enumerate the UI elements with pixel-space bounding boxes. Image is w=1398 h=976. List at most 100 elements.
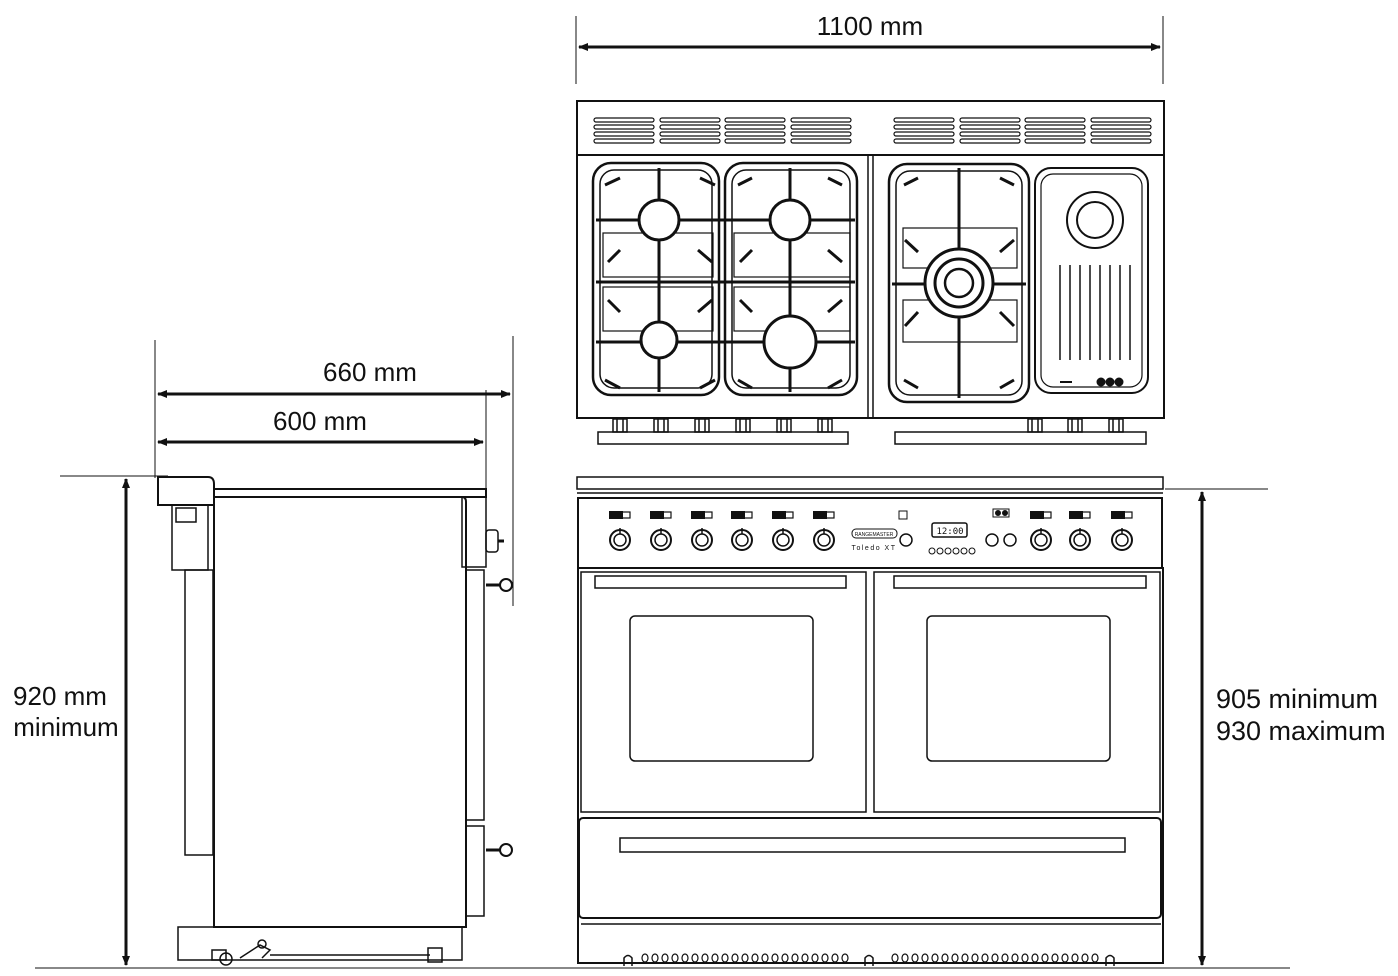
side-drawer — [465, 825, 485, 917]
plinth-dot — [1091, 953, 1099, 963]
plinth-dot — [901, 953, 909, 963]
control-knob — [731, 511, 753, 551]
vent-slot — [1090, 124, 1152, 130]
light-knob — [899, 533, 913, 547]
control-knob — [609, 511, 631, 551]
plinth-dot — [951, 953, 959, 963]
hob-knob-stub — [1027, 418, 1043, 433]
vent-slot — [959, 138, 1021, 144]
brand-badge-text: RANGEMASTER — [855, 532, 894, 538]
side-rear-panel — [184, 569, 214, 856]
plinth-dot — [961, 953, 969, 963]
knob-label-fill — [772, 511, 786, 519]
indicator-knob-2 — [1003, 533, 1017, 547]
plinth-dot — [651, 953, 659, 963]
vent-slot — [593, 117, 655, 123]
plinth-dot — [681, 953, 689, 963]
vent-slot — [1024, 131, 1086, 137]
plinth-dot — [751, 953, 759, 963]
vent-slot — [593, 138, 655, 144]
side-rear-block — [157, 476, 215, 506]
hob-front-strip-right — [894, 431, 1147, 445]
vent-slot — [1024, 138, 1086, 144]
plinth-dot — [1041, 953, 1049, 963]
burner-front-middle — [762, 314, 818, 370]
side-height-label-line1: 920 mm — [13, 681, 107, 711]
vent-slot — [959, 124, 1021, 130]
burner-rear-left — [637, 198, 681, 242]
side-knob — [485, 529, 499, 553]
vent-slot — [1090, 138, 1152, 144]
knob-label-fill — [1069, 511, 1083, 519]
right-oven-window — [926, 615, 1111, 762]
side-oven-door — [465, 569, 485, 821]
side-view — [157, 476, 513, 966]
plinth-dot — [711, 953, 719, 963]
plinth-dot — [981, 953, 989, 963]
vent-slot — [1024, 124, 1086, 130]
vent-slot — [1024, 117, 1086, 123]
left-oven-door — [580, 571, 867, 813]
knob-label-fill — [731, 511, 745, 519]
side-hob-top — [213, 488, 487, 498]
hob-knob-stub — [653, 418, 669, 433]
side-rear-flue — [171, 504, 209, 571]
control-knob — [1030, 511, 1052, 551]
plinth-dot — [831, 953, 839, 963]
hob-top-view — [576, 100, 1165, 445]
vent-slot — [893, 131, 955, 137]
light-switch — [898, 510, 908, 520]
vent-slot — [1090, 117, 1152, 123]
plinth-dot — [1021, 953, 1029, 963]
vent-slot — [724, 138, 786, 144]
control-knob — [1111, 511, 1133, 551]
knob-cap — [1034, 533, 1048, 547]
depth-overall-label: 660 mm — [323, 357, 417, 387]
plinth-vents — [641, 953, 1099, 963]
vent-slot — [959, 117, 1021, 123]
right-oven-door — [873, 571, 1161, 813]
plinth-dot — [781, 953, 789, 963]
plinth-dot — [721, 953, 729, 963]
plinth-dot — [891, 953, 899, 963]
knob-label-fill — [609, 511, 623, 519]
vent-slot — [659, 117, 721, 123]
knob-cap — [654, 533, 668, 547]
plinth-dot — [771, 953, 779, 963]
burner-rear-middle — [768, 198, 812, 242]
plinth-dot — [801, 953, 809, 963]
plinth-dot — [741, 953, 749, 963]
control-knob — [650, 511, 672, 551]
vent-slot — [893, 117, 955, 123]
plinth-dot — [791, 953, 799, 963]
plinth-dot — [1011, 953, 1019, 963]
vent-slot — [724, 131, 786, 137]
knob-label-fill — [650, 511, 664, 519]
control-knob — [813, 511, 835, 551]
vent-slot — [1090, 131, 1152, 137]
plinth-dot — [971, 953, 979, 963]
knob-cap — [817, 533, 831, 547]
plinth-dot — [641, 953, 649, 963]
vent-slot — [790, 117, 852, 123]
hob-knob-stub — [612, 418, 628, 433]
plinth-dot — [991, 953, 999, 963]
plinth-dot — [701, 953, 709, 963]
knob-cap — [695, 533, 709, 547]
hob-electric-plate — [1034, 167, 1149, 394]
plinth-dot — [841, 953, 849, 963]
front-view: RANGEMASTER Toledo XT 12:00 — [576, 476, 1164, 966]
plinth-dot — [1031, 953, 1039, 963]
front-height-label-line2: 930 maximum — [1216, 716, 1386, 746]
burner-front-left — [639, 320, 679, 360]
indicator-knob-1 — [985, 533, 999, 547]
front-body — [577, 567, 1164, 964]
left-oven-window — [629, 615, 814, 762]
side-plinth — [177, 926, 463, 961]
plinth-dot — [821, 953, 829, 963]
knob-label-fill — [813, 511, 827, 519]
clock-display — [931, 522, 968, 538]
model-name: Toledo XT — [851, 545, 896, 552]
hob-knob-stub — [1108, 418, 1124, 433]
